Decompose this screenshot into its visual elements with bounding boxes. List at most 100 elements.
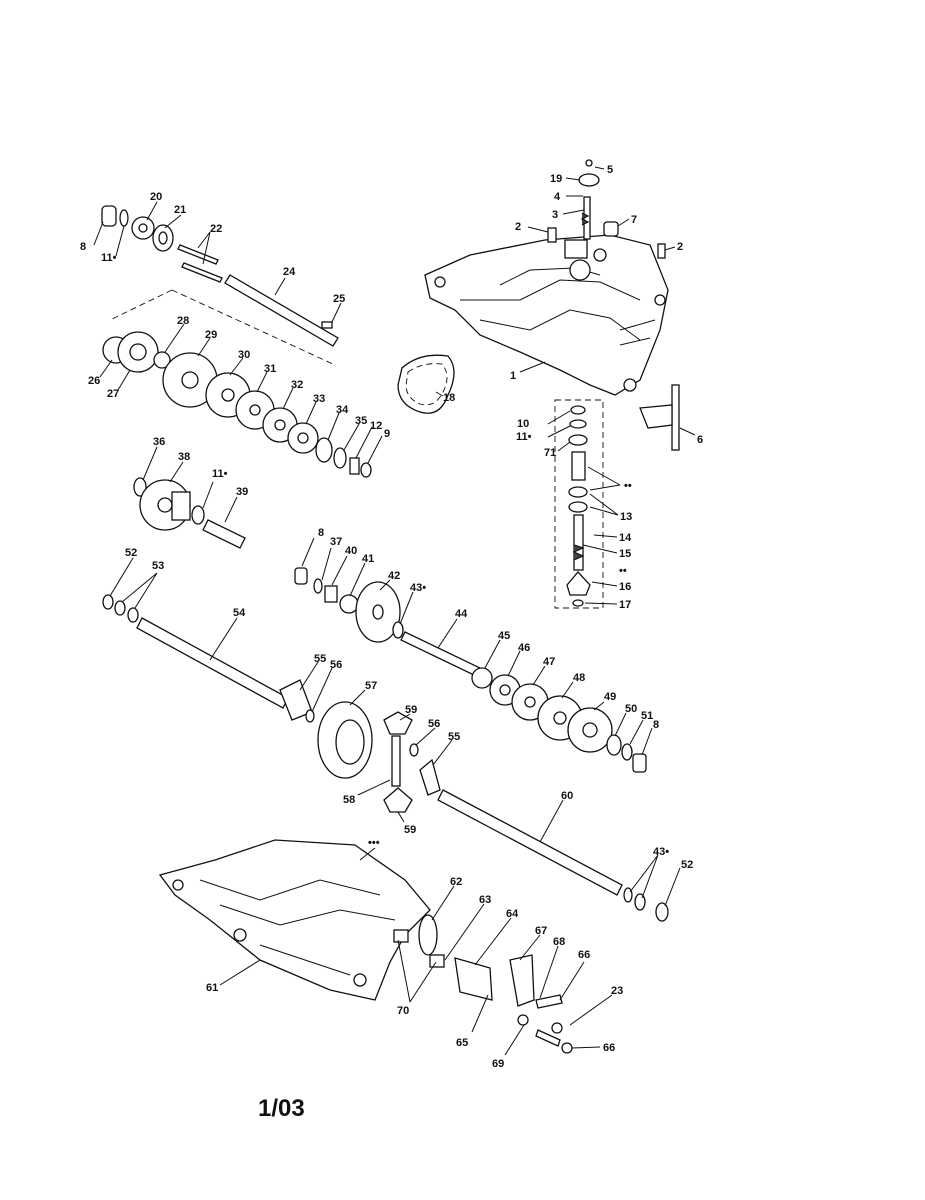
- upper-gear-train: [102, 331, 372, 478]
- callout-label: 38: [178, 451, 190, 463]
- callout-label: 48: [573, 672, 585, 684]
- axle-shaft-60: [437, 789, 669, 922]
- callout-label: 10: [517, 418, 529, 430]
- callout-label: 52: [125, 547, 137, 559]
- callout-label: 11•: [101, 252, 117, 264]
- callout-label: 70: [397, 1005, 409, 1017]
- callout-label: 18: [443, 392, 455, 404]
- callout-label: 65: [456, 1037, 468, 1049]
- callout-label: 63: [479, 894, 491, 906]
- callout-label: 34: [336, 404, 349, 416]
- callout-label: 21: [174, 204, 186, 216]
- callout-label: 49: [604, 691, 616, 703]
- callout-label: 3: [552, 209, 558, 221]
- callout-label: 59: [405, 704, 417, 716]
- callout-label: 1: [510, 370, 516, 382]
- callout-label: 57: [365, 680, 377, 692]
- callout-label: 11•: [212, 468, 228, 480]
- callout-label: 35: [355, 415, 367, 427]
- callout-label: 62: [450, 876, 462, 888]
- callout-label: 55: [448, 731, 460, 743]
- callout-label: ••: [624, 480, 632, 492]
- callout-label: 61: [206, 982, 218, 994]
- callout-label: 9: [384, 428, 390, 440]
- callout-label: 39: [236, 486, 248, 498]
- callout-label: 8: [80, 241, 86, 253]
- callout-label: 71: [544, 447, 556, 459]
- callout-label: 47: [543, 656, 555, 668]
- page-label: 1/03: [258, 1095, 305, 1122]
- callout-label: 33: [313, 393, 325, 405]
- differential-assembly: [317, 701, 441, 813]
- callout-label: •••: [368, 837, 380, 849]
- callout-label: 16: [619, 581, 631, 593]
- vertical-shaft-stack: [566, 405, 591, 607]
- callout-label: 11•: [516, 431, 532, 443]
- callout-label: 2: [515, 221, 521, 233]
- callout-label: 44: [455, 608, 468, 620]
- callout-label: 43•: [410, 582, 426, 594]
- callout-label: 66: [578, 949, 590, 961]
- callout-label: 32: [291, 379, 303, 391]
- callout-label: 51: [641, 710, 653, 722]
- leader-lines: [93, 166, 696, 1056]
- callout-label: 46: [518, 642, 530, 654]
- callout-label: 19: [550, 173, 562, 185]
- lower-housing-part: [158, 839, 431, 1001]
- callout-label: 8: [653, 719, 659, 731]
- callout-label: 37: [330, 536, 342, 548]
- callout-label: 22: [210, 223, 222, 235]
- callout-label: 28: [177, 315, 189, 327]
- callout-label: 68: [553, 936, 565, 948]
- callout-label: 36: [153, 436, 165, 448]
- callout-label: 14: [619, 532, 632, 544]
- callout-label: 2: [677, 241, 683, 253]
- callout-label: 4: [554, 191, 561, 203]
- callout-label: 40: [345, 545, 357, 557]
- long-shaft-54: [102, 594, 315, 723]
- callout-label: 45: [498, 630, 510, 642]
- callout-label: 42: [388, 570, 400, 582]
- callout-label: 56: [330, 659, 342, 671]
- callout-label: ••: [619, 565, 627, 577]
- brake-assembly: [393, 914, 573, 1054]
- housing-fasteners: [547, 159, 680, 451]
- callout-label: 53: [152, 560, 164, 572]
- callout-label: 54: [233, 607, 246, 619]
- callout-label: 5: [607, 164, 613, 176]
- upper-housing-part: [424, 234, 669, 396]
- callout-label: 69: [492, 1058, 504, 1070]
- callout-labels: 1 2 2 3 4 5 6 7 8 8 8 9 10 11• 11• 11• 1…: [80, 164, 703, 1070]
- callout-label: 55: [314, 653, 326, 665]
- callout-label: 43•: [653, 846, 669, 858]
- callout-label: 67: [535, 925, 547, 937]
- callout-label: 20: [150, 191, 162, 203]
- callout-label: 29: [205, 329, 217, 341]
- callout-label: 52: [681, 859, 693, 871]
- callout-label: 15: [619, 548, 631, 560]
- callout-label: 30: [238, 349, 250, 361]
- callout-label: 64: [506, 908, 519, 920]
- callout-label: 8: [318, 527, 324, 539]
- callout-label: 56: [428, 718, 440, 730]
- middle-shaft-assembly: [294, 567, 647, 773]
- callout-label: 13: [620, 511, 632, 523]
- callout-label: 26: [88, 375, 100, 387]
- callout-label: 23: [611, 985, 623, 997]
- callout-label: 25: [333, 293, 345, 305]
- callout-label: 7: [631, 214, 637, 226]
- callout-label: 59: [404, 824, 416, 836]
- callout-label: 50: [625, 703, 637, 715]
- callout-label: 27: [107, 388, 119, 400]
- callout-label: 6: [697, 434, 703, 446]
- drive-chain: [397, 354, 455, 414]
- cluster-gear-assembly: [133, 477, 246, 549]
- callout-label: 17: [619, 599, 631, 611]
- callout-label: 12: [370, 420, 382, 432]
- callout-label: 24: [283, 266, 296, 278]
- callout-label: 41: [362, 553, 374, 565]
- callout-label: 31: [264, 363, 276, 375]
- callout-label: 66: [603, 1042, 615, 1054]
- callout-label: 58: [343, 794, 355, 806]
- callout-label: 60: [561, 790, 573, 802]
